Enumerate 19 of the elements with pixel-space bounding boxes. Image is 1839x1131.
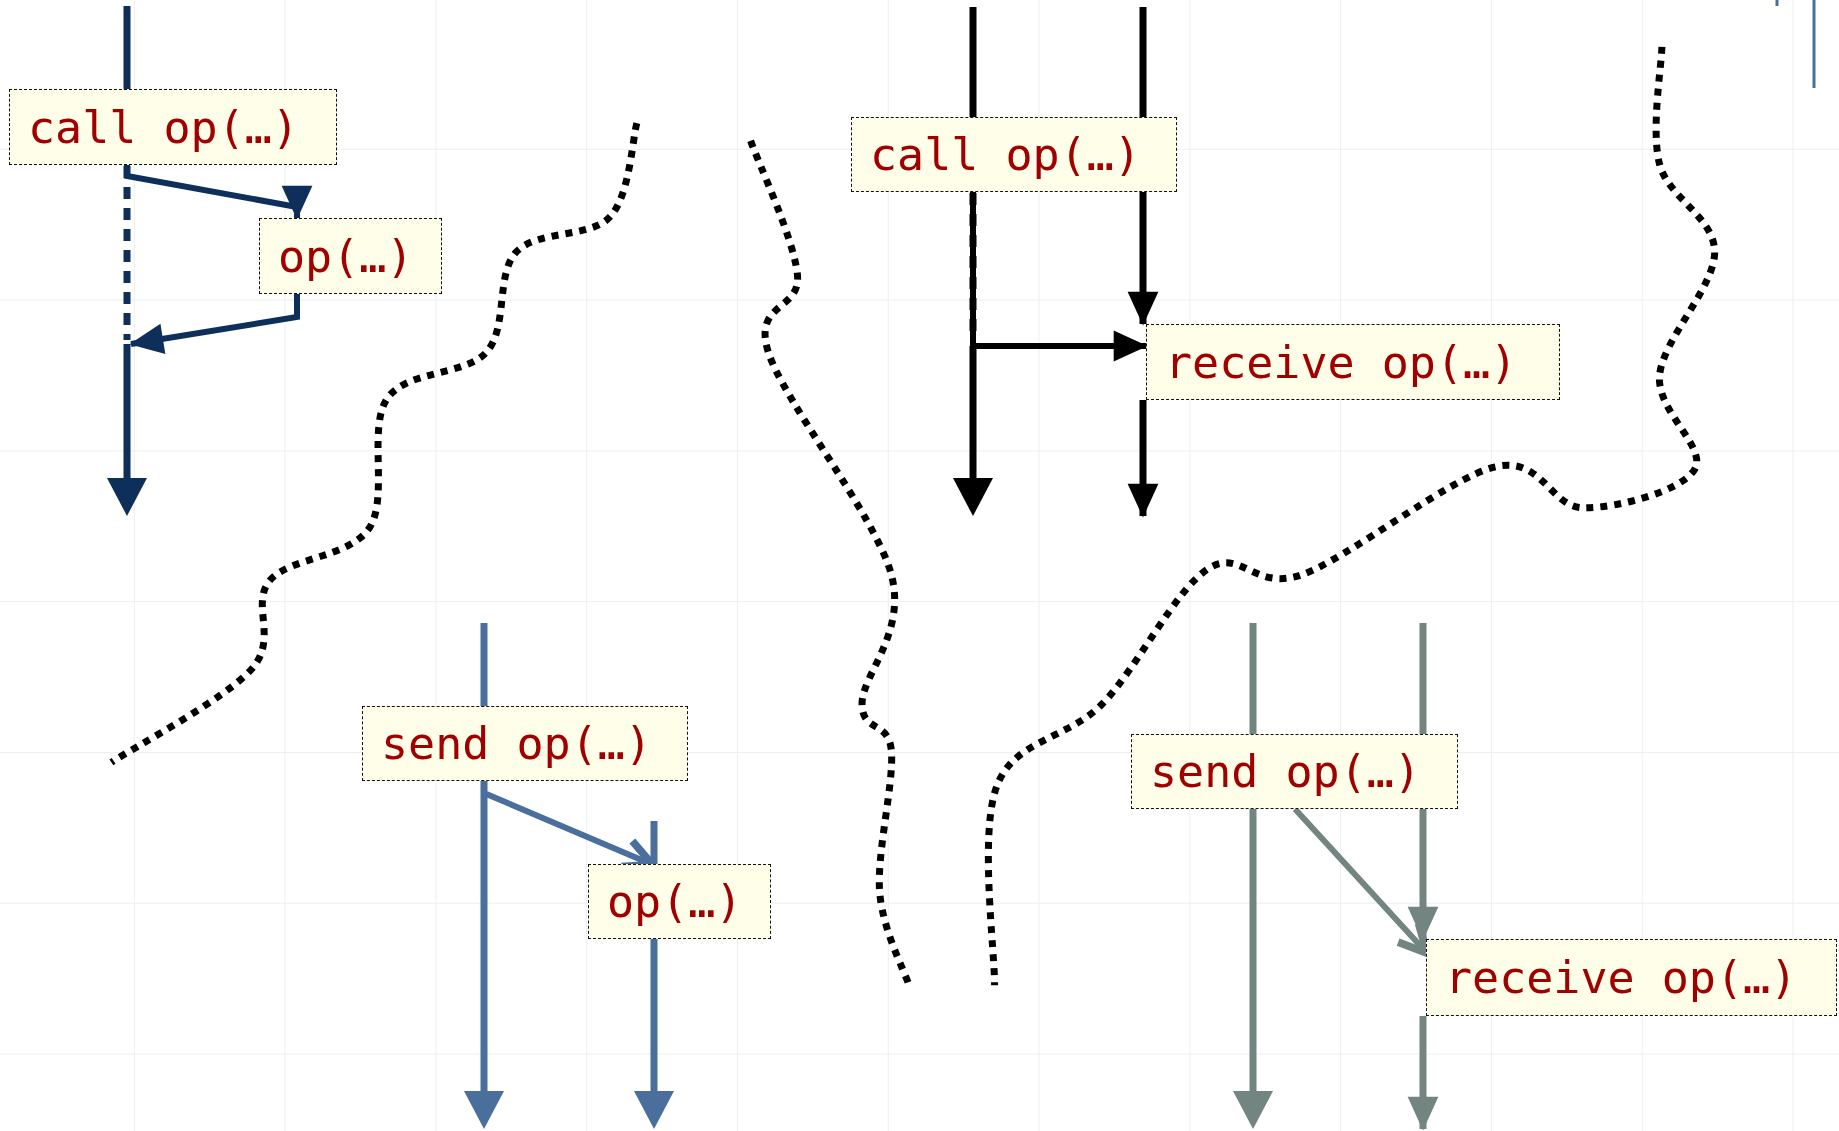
operation-label: send op(…) [381, 717, 652, 770]
message-arrow [970, 192, 1148, 362]
label-box [1146, 324, 1560, 400]
message-arrow [124, 165, 313, 220]
label-box [1131, 734, 1458, 809]
operation-label: send op(…) [1150, 745, 1421, 798]
label-box [259, 218, 442, 294]
operation-label: call op(…) [28, 100, 299, 154]
operation-label: receive op(…) [1445, 951, 1798, 1004]
label-box [362, 706, 688, 781]
label-box [1426, 939, 1837, 1016]
label-box [851, 117, 1177, 192]
message-arrow [129, 294, 300, 354]
operation-label: receive op(…) [1165, 335, 1518, 389]
operation-label: op(…) [607, 875, 743, 928]
operation-label: call op(…) [870, 128, 1141, 181]
label-box [588, 864, 771, 939]
operation-label: op(…) [278, 229, 414, 283]
label-box [9, 89, 337, 165]
